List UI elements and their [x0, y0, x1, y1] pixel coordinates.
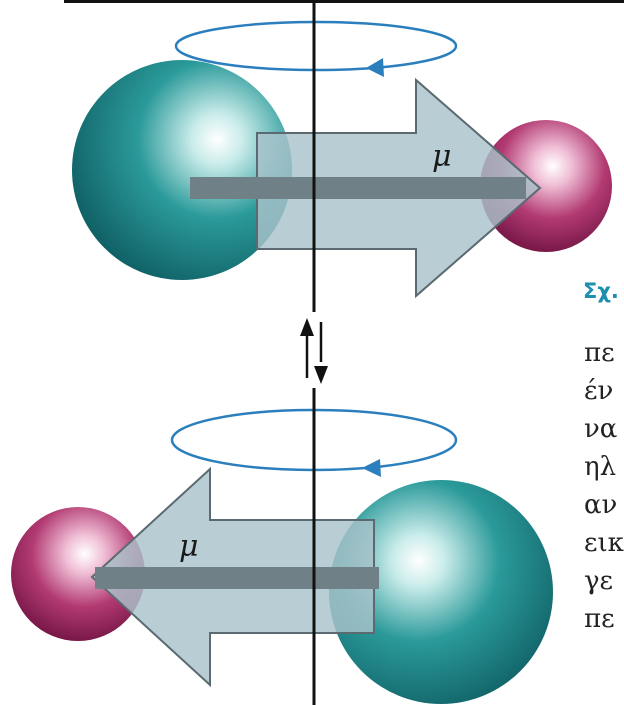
caption-label: Σχ.: [583, 279, 619, 303]
bottom-moment-axis-bar: [95, 567, 379, 589]
caption-text: πε έν να ηλ αν εικ γε πε: [584, 334, 624, 638]
top-molecule: μ: [72, 20, 612, 299]
bottom-rotation-arrowhead: [362, 459, 381, 477]
bottom-large-sphere: [329, 480, 553, 704]
top-moment-label: μ: [432, 139, 452, 174]
top-rotation-ellipse-back: [174, 20, 458, 47]
top-large-sphere: [72, 60, 292, 280]
top-moment-axis-bar: [190, 177, 526, 199]
top-rotation-ellipse-front: [174, 45, 458, 72]
inversion-double-arrow: [300, 318, 328, 384]
bottom-small-sphere: [11, 507, 145, 641]
caption-line: αν: [584, 490, 618, 520]
bottom-moment-label: μ: [179, 529, 199, 564]
caption-line: γε: [584, 566, 614, 596]
caption-line: να: [584, 414, 618, 444]
bottom-molecule: μ: [11, 408, 553, 704]
caption-line: εικ: [584, 528, 624, 558]
caption-line: έν: [584, 376, 614, 406]
caption-line: πε: [584, 338, 615, 368]
caption-line: ηλ: [584, 452, 617, 482]
top-small-sphere: [480, 120, 612, 252]
caption-line: πε: [584, 604, 615, 634]
top-rotation-arrowhead: [366, 58, 384, 77]
